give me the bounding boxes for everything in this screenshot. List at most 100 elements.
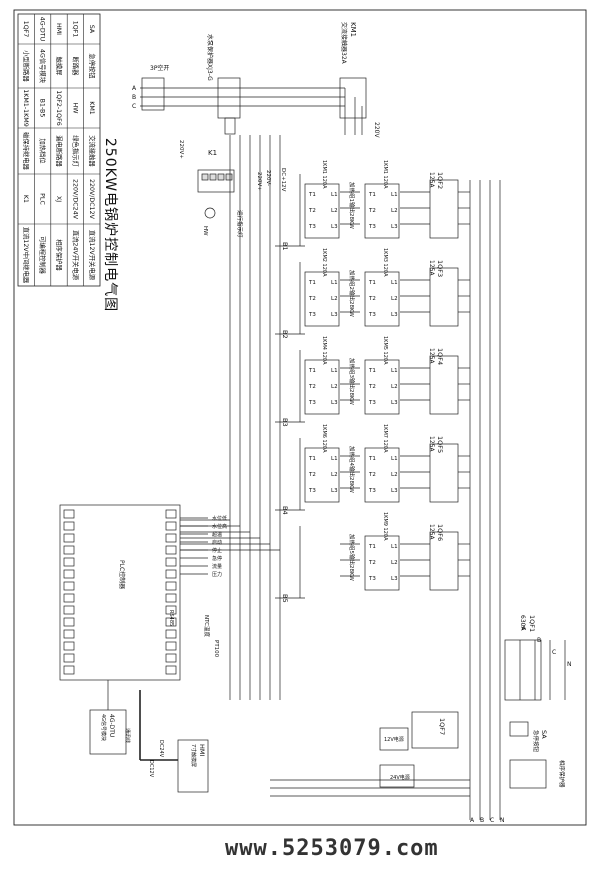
terminal-l: L1 [331,280,338,286]
pt100-label: PT100 [213,640,219,658]
breaker-label-1qf4: 1QF4 [436,348,444,365]
watermark: www.5253079.com [225,836,439,861]
breaker-rating-1qf6: 125A [428,524,435,540]
dtu-box [89,709,127,755]
bus-label-b5: B5 [281,594,289,603]
km1-desc: 交流接触器32A [340,22,348,65]
legend-cell: 相序保护器 [55,239,64,271]
terminal-t: T1 [368,280,376,286]
terminal-l: L1 [391,544,398,550]
legend-cell: HMI [55,23,62,35]
plc-left-terminal [63,521,75,531]
plc-input-5: 急停 [212,555,222,562]
plc-right-terminal [165,641,177,651]
legend-cell: 直流12V中间继电器 [22,227,31,284]
plc-right-terminal [165,581,177,591]
terminal-l: L2 [391,560,398,566]
contactor-a-label: 1KM2 120A [321,248,327,277]
terminal-l: L2 [391,296,398,302]
k1-label: K1 [208,149,217,157]
bus-label-b3: B3 [281,418,289,427]
breaker-label-1qf2: 1QF2 [436,172,444,189]
k1-terminal [225,173,233,181]
hmi-box [177,739,209,793]
pump-protector [217,77,241,119]
breaker-1qf6 [429,531,459,591]
breaker-label-1qf6: 1QF6 [436,524,444,541]
plc-input-6: 流量 [212,563,222,570]
phase-label-a: A [132,85,137,92]
contactor-b [364,447,400,503]
legend-cell: 220V/DC24V [71,179,78,220]
terminal-l: L1 [391,192,398,198]
plc-right-terminal [165,557,177,567]
sa-desc: 急停按钮 [532,730,540,753]
terminal-t: T2 [308,208,316,214]
dc12-plc-label: DC12V [148,760,154,778]
bus-label-b2: B2 [281,330,289,339]
k1-terminal [201,173,209,181]
plc-input-4: 停止 [212,547,222,554]
terminal-l: L3 [331,312,338,318]
v220-d: 220V+ [256,172,262,191]
sa-label: SA [540,730,548,739]
contactor-a-label: 1KM6 120A [321,424,327,453]
contactor-a-label: 1KM1 120A [321,160,327,189]
terminal-t: T3 [368,488,376,494]
terminal-t: T1 [308,192,316,198]
breaker-rating-1qf2: 125A [428,172,435,188]
terminal-t: T3 [368,312,376,318]
legend-cell: 220V/DC12V [88,179,95,220]
incoming-phase-b: B [537,637,541,644]
qf7-breaker [411,711,459,749]
bottom-phase-a: A [470,817,475,824]
bottom-phase-n: N [500,817,505,824]
incoming-phase-n: N [567,661,572,668]
plc-input-3: 启动 [212,539,222,546]
terminal-l: L3 [391,224,398,230]
legend-cell: 磁保持继电器 [22,132,31,170]
com-label: 通讯线 [124,728,131,743]
contactor-a [304,271,340,327]
v220-b: 220V+ [178,140,184,159]
legend-cell: B1-B5 [39,99,46,118]
legend-cell: KM1 [88,101,95,115]
pump-protector-coil [224,117,236,135]
incoming-phase-c: C [552,649,556,656]
plc-left-terminal [63,581,75,591]
terminal-t: T3 [368,224,376,230]
contactor-a [304,183,340,239]
breaker-rating-1qf3: 125A [428,260,435,276]
terminal-t: T3 [308,400,316,406]
dc12-label: DC+12V [280,168,286,192]
ntc-label: NTC温度 [203,615,211,637]
wiring-labels: ABC3P空开水泵保护器XJ3-GKM1交流接触器32A220VK1运行指示灯H… [100,22,572,824]
plc-left-terminal [63,593,75,603]
terminal-t: T3 [368,400,376,406]
legend-cell: 漏电断路器 [55,135,64,167]
terminal-t: T2 [368,472,376,478]
terminal-t: T3 [308,312,316,318]
terminal-l: L3 [391,312,398,318]
terminal-l: L2 [331,472,338,478]
plc-left-terminal [63,545,75,555]
terminal-l: L1 [331,368,338,374]
terminal-t: T2 [308,384,316,390]
legend-cell: 可编程控制器 [39,236,48,274]
contactor-b-label: 1KM1 120A [382,160,388,189]
plc-left-terminal [63,509,75,519]
terminal-t: T1 [368,456,376,462]
terminal-t: T2 [368,560,376,566]
heater-group-desc: 加热组4输出28KW [348,446,356,493]
terminal-l: L2 [331,384,338,390]
legend-cell: 4G-DTU [39,17,46,42]
bus-label-b1: B1 [281,242,289,251]
terminal-t: T2 [368,296,376,302]
legend-table: SA1QF1HMI4G-DTU1QF7急停按钮断路器触摸屏4G信号模块小型断路器… [17,13,101,287]
v220-c: 220V- [265,170,271,186]
indicator-label: 运行指示灯 [236,210,244,238]
psu12-label: 12V电源 [384,736,404,743]
breaker-rating-1qf4: 125A [428,348,435,364]
plc-left-terminal [63,533,75,543]
